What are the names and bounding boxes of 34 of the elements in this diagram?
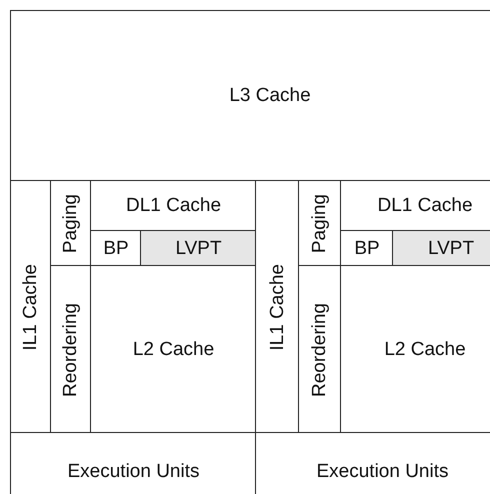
- block-label: IL1 Cache: [20, 264, 42, 350]
- block-label: Paging: [60, 194, 82, 254]
- chip-block: [90, 180, 257, 232]
- chip-block: [298, 265, 342, 434]
- block-label: Execution Units: [67, 461, 200, 483]
- chip-block: [255, 180, 300, 434]
- block-label: Execution Units: [316, 461, 448, 483]
- block-label: BP: [354, 238, 380, 260]
- block-label: BP: [103, 238, 129, 260]
- chip-block: [90, 230, 142, 267]
- chip-block: [340, 180, 490, 232]
- chip-block: [298, 180, 342, 267]
- block-label: Reordering: [309, 302, 331, 396]
- chip-block: [10, 432, 257, 494]
- block-label: DL1 Cache: [126, 195, 222, 217]
- chip-block: [90, 265, 257, 434]
- block-label: L2 Cache: [132, 338, 214, 360]
- block-label: IL1 Cache: [266, 264, 288, 350]
- block-label: DL1 Cache: [377, 195, 473, 217]
- chip-block: [10, 180, 52, 434]
- chip-block: [340, 230, 394, 267]
- chip-block: [140, 230, 257, 267]
- chip-block: [50, 265, 92, 434]
- block-label: LVPT: [428, 238, 474, 260]
- block-label: L3 Cache: [229, 85, 311, 107]
- chip-block: [50, 180, 92, 267]
- chip-block: [340, 265, 490, 434]
- block-label: Paging: [309, 194, 331, 254]
- chip-block: [392, 230, 490, 267]
- chip-block: [255, 432, 490, 494]
- block-label: LVPT: [175, 238, 222, 260]
- chip-block: [10, 10, 490, 182]
- block-label: Reordering: [60, 302, 82, 396]
- block-label: L2 Cache: [384, 338, 466, 360]
